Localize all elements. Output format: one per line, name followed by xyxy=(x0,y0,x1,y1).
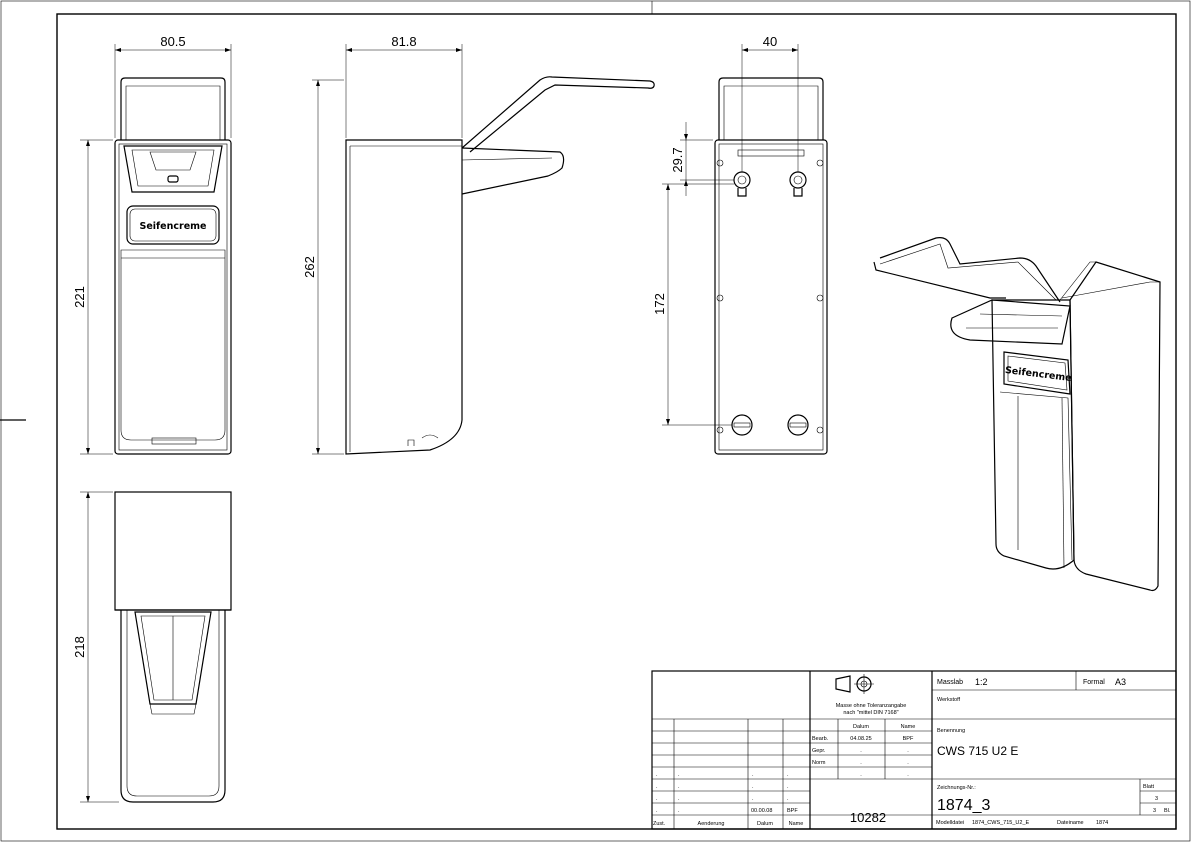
modelldatei-label: Modelldatei xyxy=(936,820,964,826)
rev-dot: . xyxy=(787,796,789,802)
werkstoff-label: Werkstoff xyxy=(937,697,960,703)
aenderung-label: Aenderung xyxy=(698,821,725,827)
format-value: A3 xyxy=(1115,677,1126,687)
tolerance-note-1: Masse ohne Toleranzangabe xyxy=(836,703,907,709)
rev-dot: . xyxy=(787,784,789,790)
rev-dot: . xyxy=(787,772,789,778)
datum-header: Dalum xyxy=(853,724,869,730)
zeichnungs-value: 1874_3 xyxy=(937,797,990,814)
norm-name: . xyxy=(907,760,909,766)
front-product-label: Seifencreme xyxy=(140,221,207,232)
bearb-name: BPF xyxy=(903,736,914,742)
benennung-value: CWS 715 U2 E xyxy=(937,744,1018,758)
gepr-name: . xyxy=(907,748,909,754)
rev-dot: . xyxy=(678,784,680,790)
dim-front-width: 80.5 xyxy=(160,34,185,49)
dim-hole-spacing: 40 xyxy=(763,34,777,49)
side-view xyxy=(345,76,655,455)
zust-label: Zust. xyxy=(653,821,666,827)
dateiname-value: 1874 xyxy=(1096,820,1108,826)
dateiname-label: Dateiname xyxy=(1057,820,1084,826)
blatt-label: Blatt xyxy=(1143,784,1154,790)
name-header: Name xyxy=(901,724,916,730)
dim-side-depth: 81.8 xyxy=(391,34,416,49)
norm-label: Norm xyxy=(812,760,826,766)
datum-label: Dalum xyxy=(757,821,773,827)
dim-front-height: 221 xyxy=(72,286,87,308)
rev-dot: . xyxy=(752,772,754,778)
bearb-date: 04.08.25 xyxy=(850,736,871,742)
zeichnungs-label: Zeichnungs-Nr.: xyxy=(937,785,976,791)
rev-name: BPF xyxy=(787,808,798,814)
gepr-date: . xyxy=(860,748,862,754)
rev-dot: . xyxy=(752,796,754,802)
bearb-label: Bearb. xyxy=(812,736,829,742)
isometric-view xyxy=(873,237,1161,592)
massstab-value: 1:2 xyxy=(975,677,988,687)
drawing-frame xyxy=(56,13,1177,830)
norm-date: . xyxy=(860,760,862,766)
rev-dot: . xyxy=(678,772,680,778)
rev-date: 00.00.08 xyxy=(751,808,772,814)
rev-dot: . xyxy=(656,808,658,814)
blank-name: . xyxy=(907,772,909,778)
rev-dot: . xyxy=(752,784,754,790)
tolerance-note-2: nach "mittel DIN 7168" xyxy=(843,710,898,716)
rev-dot: . xyxy=(656,784,658,790)
modelldatei-value: 1874_CWS_715_U2_E xyxy=(972,820,1030,826)
back-view xyxy=(714,77,828,455)
dim-hole-distance: 172 xyxy=(652,293,667,315)
blatt-value: 3 xyxy=(1155,796,1158,802)
format-label: Formal xyxy=(1083,679,1105,686)
dim-side-height: 262 xyxy=(302,256,317,278)
rev-dot: . xyxy=(656,772,658,778)
rev-dot: . xyxy=(656,796,658,802)
blatt-total: 3 xyxy=(1153,808,1156,814)
rev-dot: . xyxy=(678,796,680,802)
dim-top-offset: 29.7 xyxy=(670,147,685,172)
blatt-suffix: Bl. xyxy=(1164,808,1171,814)
drawing-code: 10282 xyxy=(850,810,886,825)
dimension-lines xyxy=(80,44,799,803)
dim-top-depth: 218 xyxy=(72,636,87,658)
rev-dot: . xyxy=(678,808,680,814)
projection-symbol-icon xyxy=(835,674,874,694)
blank-date: . xyxy=(860,772,862,778)
gepr-label: Gepr. xyxy=(812,748,826,754)
front-view xyxy=(114,77,232,455)
massstab-label: Masslab xyxy=(937,679,963,686)
top-view xyxy=(114,491,232,803)
benennung-label: Benennung xyxy=(937,728,965,734)
iso-product-label: Seifencreme xyxy=(1004,365,1072,384)
name-label: Name xyxy=(789,821,804,827)
title-block-lines xyxy=(651,670,1177,830)
